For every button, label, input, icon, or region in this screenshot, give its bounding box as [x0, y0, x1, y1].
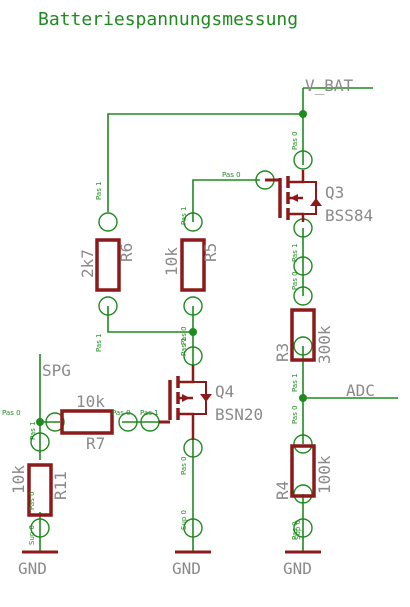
pin-label-r6-bottom: Pas 1	[95, 333, 103, 352]
q4-value: BSN20	[215, 405, 263, 424]
q4-name: Q4	[215, 382, 234, 401]
r4-name: R4	[273, 481, 292, 500]
r3-value: 300k	[315, 325, 334, 364]
q4-arrow-icon	[182, 394, 190, 402]
r4-value: 100k	[315, 455, 334, 494]
transistor-q3	[265, 170, 322, 222]
pad-r7-right	[118, 412, 138, 432]
q3-diode-icon	[310, 198, 322, 206]
pin-label-q3-drain: Pas 1	[291, 243, 299, 262]
r6-name: R6	[117, 243, 136, 262]
pad-r5-bottom	[183, 296, 203, 316]
r11-value: 10k	[9, 465, 28, 494]
net-labels: V_BAT ADC SPG GND GND GND	[18, 76, 375, 578]
net-label-adc: ADC	[346, 381, 375, 400]
r7-name: R7	[86, 434, 105, 453]
pin-label-gnd-left: Sup 0	[28, 525, 36, 545]
pin-label-gnd-mid: Sup 0	[180, 510, 188, 530]
r3-name: R3	[273, 343, 292, 362]
pin-label-r11-bottom: Pas 0	[28, 491, 36, 510]
pin-label-q4-source: Pas 0	[180, 456, 188, 475]
pin-label-r4-top: Pas 0	[291, 405, 299, 424]
r6-value: 2k7	[78, 249, 97, 278]
pad-r4-top	[293, 434, 313, 454]
net-label-gnd-left: GND	[18, 559, 47, 578]
wire-q3-gate	[192, 179, 260, 222]
pin-label-r5-top: Pas 1	[180, 206, 188, 225]
resistors	[27, 238, 316, 517]
schematic-title: Batteriespannungsmessung	[38, 9, 298, 30]
resistor-r4-body	[290, 444, 316, 498]
pad-r7-left	[45, 412, 65, 432]
net-label-vbat: V_BAT	[305, 76, 354, 95]
pads	[30, 150, 313, 538]
resistor-r5-body	[180, 238, 206, 292]
net-label-gnd-mid: GND	[172, 559, 201, 578]
q3-value: BSS84	[325, 206, 373, 225]
wire-vbat-r6	[107, 88, 304, 212]
q3-name: Q3	[325, 183, 344, 202]
junction-adc	[299, 394, 307, 402]
pad-r3-bottom	[293, 336, 313, 356]
junction-r5-r6	[189, 328, 197, 336]
r5-value: 10k	[162, 247, 181, 276]
pad-gnd-mid	[183, 518, 203, 538]
junctions	[36, 110, 307, 426]
resistor-r11-body	[27, 463, 53, 517]
pad-gnd-right	[293, 518, 313, 538]
pad-gnd-left	[30, 518, 50, 538]
pad-r3-top	[293, 286, 313, 306]
pin-label-r4-bottom: Pas 0	[291, 521, 299, 540]
pad-r5-top	[183, 212, 203, 232]
pad-r11-top	[30, 432, 50, 452]
pin-label-q3-source: Pas 0	[291, 131, 299, 150]
pad-r4-bottom	[293, 484, 313, 504]
pad-q3-source	[293, 150, 313, 170]
pin-label-q4-drain: Pas 1	[180, 337, 188, 356]
q4-diode-icon	[200, 394, 212, 402]
transistor-q4	[159, 365, 212, 440]
pin-label-q3-gate: Pas 0	[222, 171, 241, 179]
pin-label-r7-right: Pas 0	[112, 409, 131, 417]
pad-r6-top	[98, 212, 118, 232]
r11-name: R11	[51, 471, 70, 500]
pin-label-r3-top: Pas 0	[291, 271, 299, 290]
pin-label-gnd-right: Sup 0	[294, 520, 302, 540]
resistor-r3-body	[290, 308, 316, 362]
junction-spg	[36, 418, 44, 426]
pin-label-r3-bottom: Pas 1	[291, 373, 299, 392]
pad-r3-pin	[293, 256, 313, 276]
q3-arrow-icon	[290, 194, 298, 202]
pin-label-q4-gate: Pas 1	[140, 409, 159, 417]
pin-label-r11-top: Pas 1	[29, 421, 37, 440]
junction-vbat	[299, 110, 307, 118]
pad-r6-bottom	[98, 296, 118, 316]
pin-label-r7-left: Pas 0	[2, 409, 21, 417]
resistor-r6-body	[95, 238, 121, 292]
pin-label-r5-bottom: Pas 0	[180, 326, 188, 345]
net-label-gnd-right: GND	[283, 559, 312, 578]
r5-name: R5	[201, 243, 220, 262]
r7-value: 10k	[76, 392, 105, 411]
wires	[39, 87, 398, 552]
net-label-spg: SPG	[42, 361, 71, 380]
pin-label-r6-top: Pas 1	[95, 181, 103, 200]
part-labels: 2k7 R6 10k R5 R3 300k R4 100k 10k R7 10k…	[9, 183, 373, 500]
resistor-r7-body	[60, 409, 114, 435]
pin-labels: Pas 1 Pas 1 Pas 1 Pas 0 Pas 0 Pas 0 Pas …	[2, 131, 302, 545]
